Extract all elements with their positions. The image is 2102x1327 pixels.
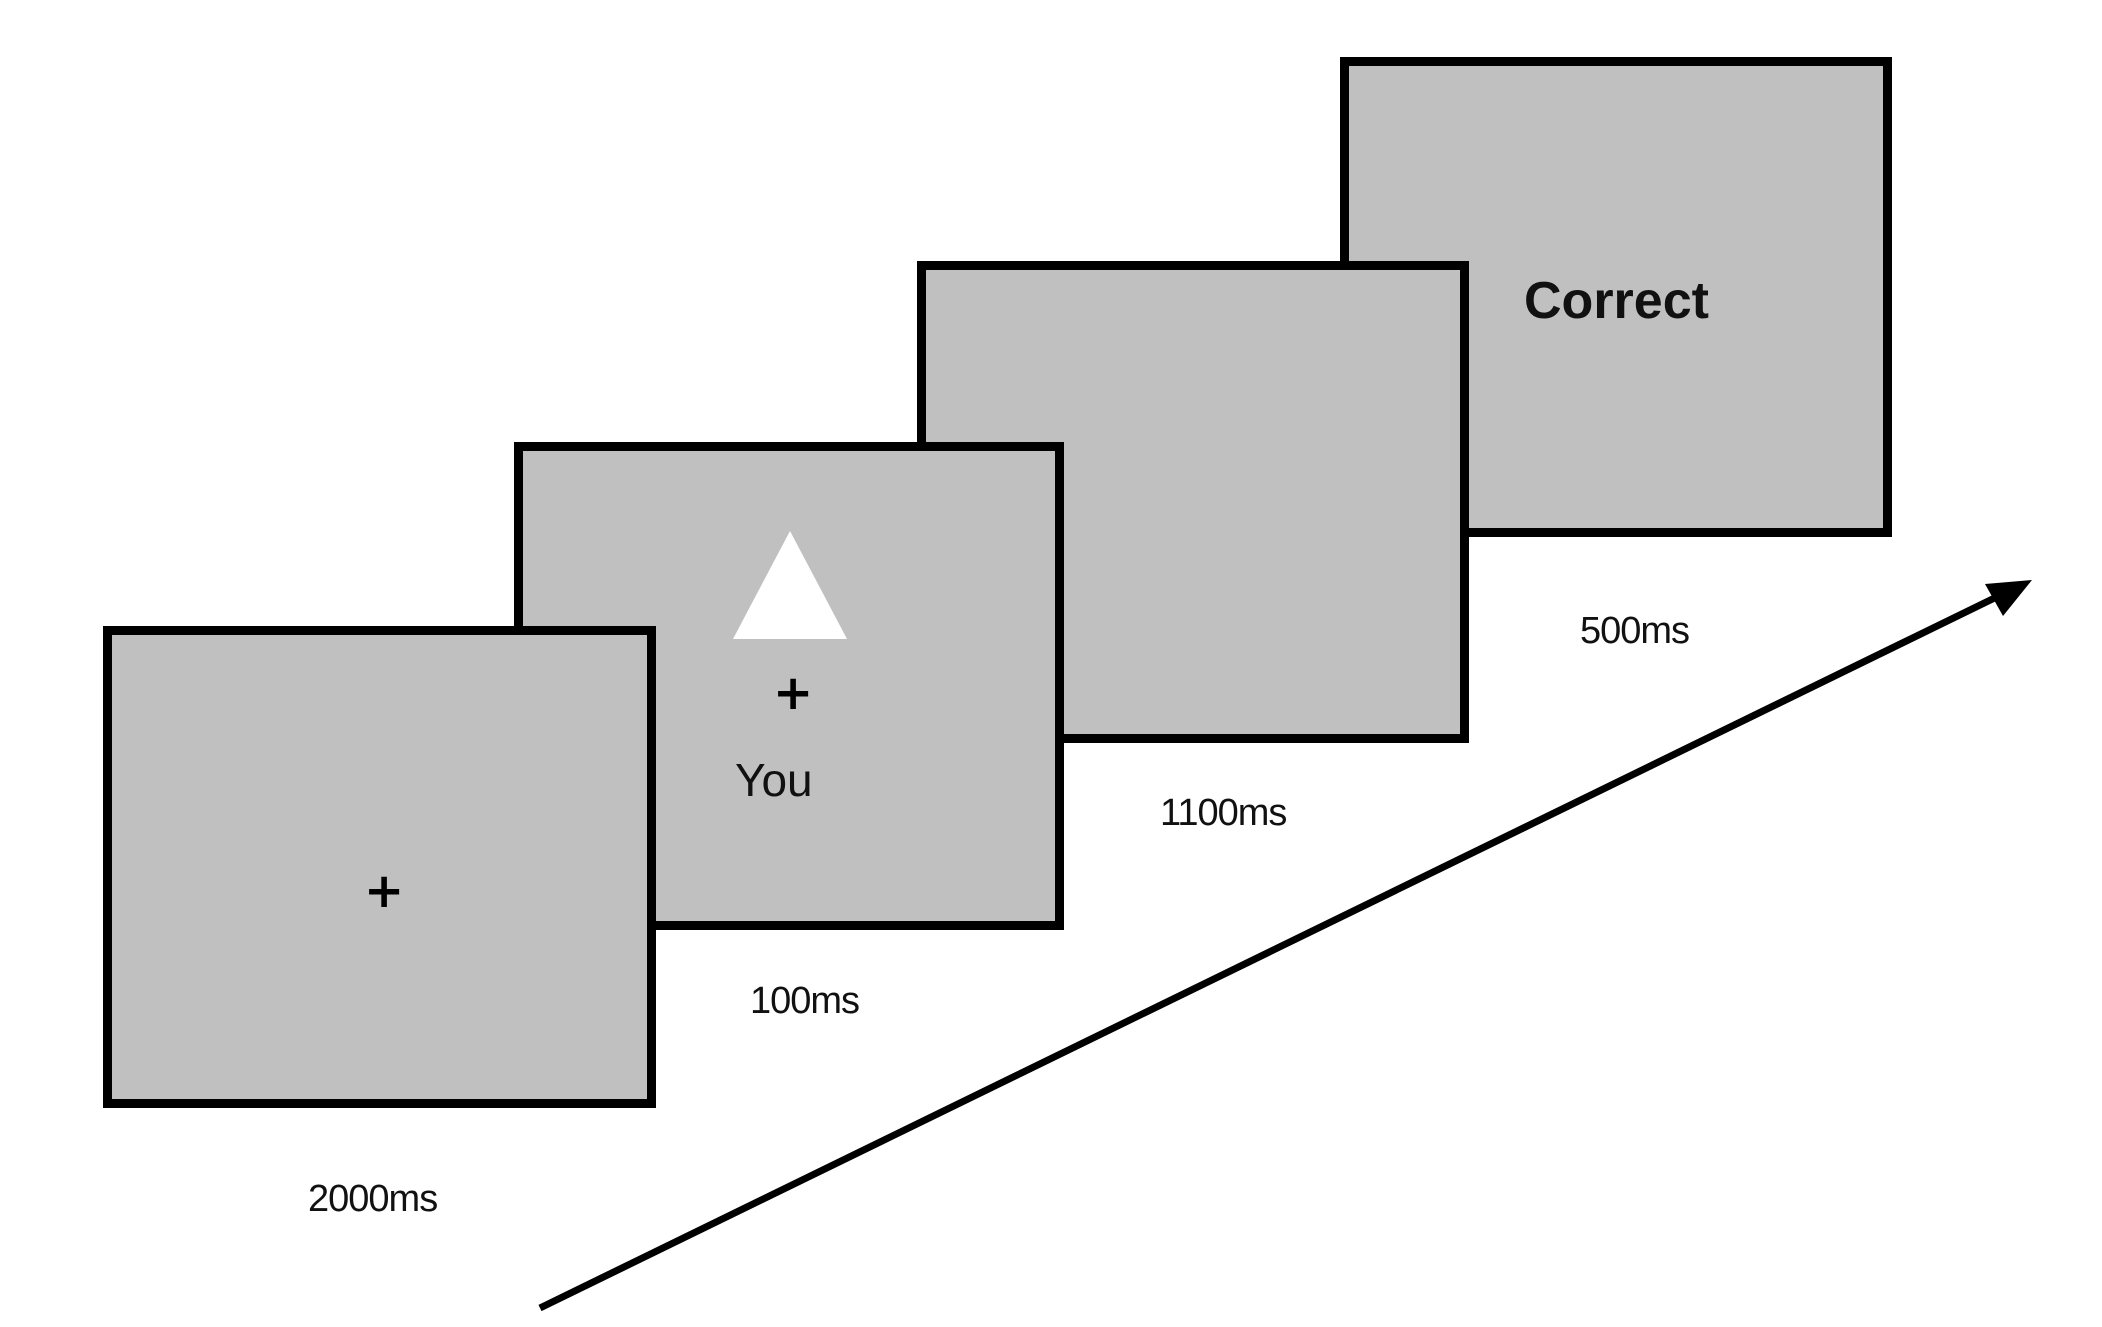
duration-label: 100ms — [750, 980, 860, 1022]
duration-label: 500ms — [1580, 610, 1690, 652]
feedback-word: Correct — [1524, 272, 1709, 330]
fixation-cross: + — [364, 863, 405, 919]
duration-label: 1100ms — [1160, 792, 1287, 834]
triangle-icon — [733, 531, 847, 639]
frame-fixation: + — [103, 626, 656, 1108]
time-arrow-head — [1985, 580, 2032, 616]
fixation-cross: + — [773, 665, 814, 721]
duration-label: 2000ms — [308, 1178, 438, 1220]
cue-word: You — [735, 754, 813, 806]
